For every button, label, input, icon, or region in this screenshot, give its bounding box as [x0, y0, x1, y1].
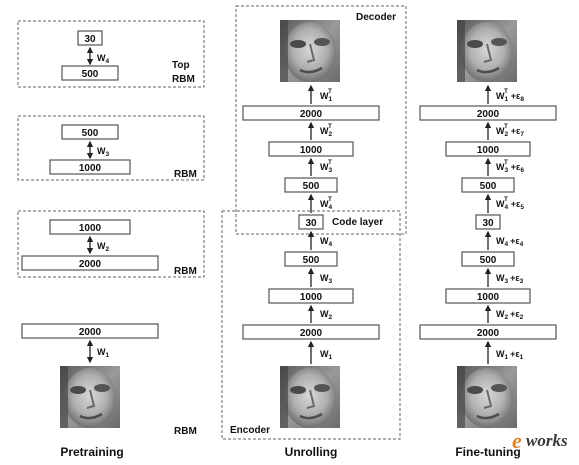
unit-box: [77, 30, 103, 46]
rbm-label-line2: RBM: [172, 74, 195, 85]
face-image: [455, 18, 519, 84]
weight-label: W2: [320, 309, 333, 321]
weight-label: W4+ε4: [496, 236, 524, 248]
face-image: [278, 18, 342, 84]
rbm-group-top: [17, 20, 205, 88]
rbm-block-3: 1000 W2 2000 RBM: [17, 210, 205, 278]
layer-label: 1000: [300, 145, 323, 156]
watermark-works: works: [526, 431, 568, 450]
layer-label: 30: [305, 218, 317, 229]
finetuning-panel: W1T+ε8 2000 W2T+ε7 1000 W3T+ε6 500 W4T+ε…: [419, 18, 557, 459]
weight-label: W3T+ε6: [496, 160, 524, 174]
encoder-group: [221, 210, 401, 440]
weight-label: W4T+ε5: [496, 197, 524, 211]
panel-title-pretraining: Pretraining: [60, 445, 123, 459]
weight-label: W3T: [320, 160, 333, 174]
weight-label: W2T+ε7: [496, 124, 524, 138]
encoder-label: Encoder: [230, 425, 270, 436]
weight-label: W3+ε3: [496, 273, 524, 285]
face-image: [455, 364, 519, 430]
face-image: [58, 364, 122, 430]
layer-label: 1000: [477, 292, 500, 303]
layer-label: 500: [303, 255, 320, 266]
layer-box: [419, 324, 557, 340]
unit-box: [61, 65, 119, 81]
weight-label: W4T: [320, 197, 333, 211]
layer-label: 500: [480, 255, 497, 266]
decoder-group: [235, 5, 407, 235]
weight-label: W1: [320, 349, 333, 361]
layer-label: 2000: [300, 328, 323, 339]
layer-box: [284, 177, 338, 193]
unit-label: 2000: [79, 259, 102, 270]
layer-box: [445, 288, 531, 304]
layer-label: 500: [303, 181, 320, 192]
weight-label: W2: [97, 241, 110, 253]
layer-box: [268, 141, 354, 157]
layer-box: [284, 251, 338, 267]
unit-label: 2000: [79, 327, 102, 338]
layer-box: [445, 141, 531, 157]
unrolling-panel: Decoder Encoder Code layer W1T 2000 W2T …: [221, 5, 407, 459]
layer-box: [242, 324, 380, 340]
layer-label: 2000: [477, 328, 500, 339]
watermark-logo: e works: [512, 428, 568, 453]
rbm-group: [17, 115, 205, 181]
layer-box: [419, 105, 557, 121]
rbm-group: [17, 210, 205, 278]
layer-box: [461, 251, 515, 267]
unit-box: [61, 124, 119, 140]
rbm-label: RBM: [174, 169, 197, 180]
decoder-label: Decoder: [356, 12, 396, 23]
weight-label: W4: [97, 53, 110, 65]
weight-label: W3: [320, 273, 333, 285]
layer-label: 2000: [300, 109, 323, 120]
layer-label: 1000: [477, 145, 500, 156]
code-layer-box: [475, 214, 501, 230]
pretraining-panel: 30 W4 500 Top RBM 500 W3 1000 RBM 1000 W…: [17, 20, 205, 459]
unit-label: 30: [84, 34, 96, 45]
layer-box: [242, 105, 380, 121]
rbm-block-bottom: 2000 W1 RBM: [21, 323, 197, 437]
unit-box: [21, 255, 159, 271]
panel-title-finetuning: Fine-tuning: [455, 445, 520, 459]
weight-label: W1T+ε8: [496, 89, 524, 103]
weight-label: W4: [320, 236, 333, 248]
weight-label: W1: [97, 347, 110, 359]
unit-label: 1000: [79, 163, 102, 174]
weight-label: W2T: [320, 124, 333, 138]
code-layer-box: [298, 214, 324, 230]
unit-box: [49, 159, 131, 175]
watermark-e: e: [512, 428, 522, 453]
unit-label: 500: [82, 69, 99, 80]
rbm-block-2: 500 W3 1000 RBM: [17, 115, 205, 181]
rbm-label: RBM: [174, 426, 197, 437]
weight-label: W3: [97, 146, 110, 158]
rbm-label: RBM: [174, 266, 197, 277]
rbm-block-top: 30 W4 500 Top RBM: [17, 20, 205, 88]
layer-label: 2000: [477, 109, 500, 120]
unit-label: 1000: [79, 223, 102, 234]
weight-label: W1T: [320, 89, 333, 103]
face-image: [278, 364, 342, 430]
unit-label: 500: [82, 128, 99, 139]
layer-label: 1000: [300, 292, 323, 303]
weight-label: W1+ε1: [496, 349, 524, 361]
unit-box: [21, 323, 159, 339]
code-layer-label: Code layer: [332, 217, 383, 228]
panel-title-unrolling: Unrolling: [285, 445, 338, 459]
layer-label: 30: [482, 218, 494, 229]
layer-box: [461, 177, 515, 193]
layer-label: 500: [480, 181, 497, 192]
layer-box: [268, 288, 354, 304]
weight-label: W2+ε2: [496, 309, 524, 321]
rbm-label-line1: Top: [172, 60, 190, 71]
unit-box: [49, 219, 131, 235]
